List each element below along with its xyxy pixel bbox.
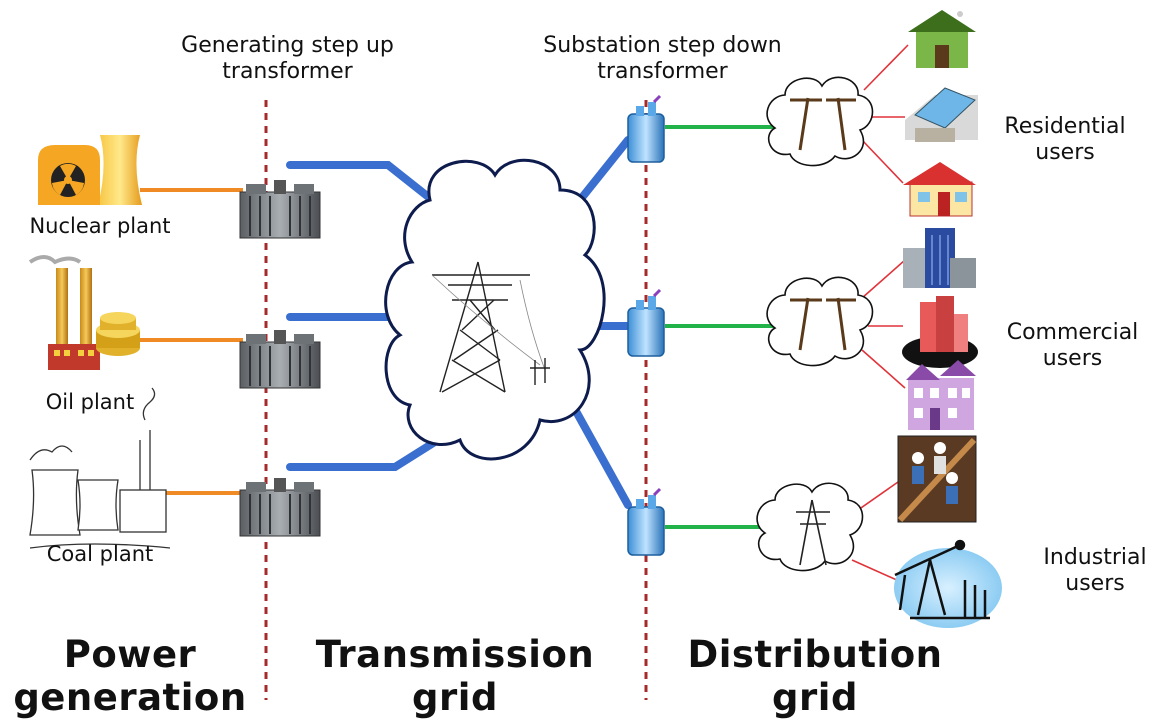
- distribution-grid-section-label: Distribution grid: [670, 633, 960, 719]
- power-generation-line2: generation: [13, 675, 247, 719]
- industrial-users-label: Industrial users: [1025, 545, 1165, 597]
- substation-transformer-label: Substation step down transformer: [500, 33, 825, 85]
- transmission-tower-icon: [431, 261, 550, 393]
- power-generation-line1: Power: [63, 633, 197, 676]
- generating-transformer-label-line2: transformer: [222, 58, 353, 84]
- commercial-users-label: Commercial users: [985, 320, 1160, 372]
- commercial-users-label-line2: users: [1042, 345, 1103, 371]
- generating-transformer-label: Generating step up transformer: [145, 33, 430, 85]
- substation-transformer-icon: [627, 487, 665, 556]
- distribution-grid-line2: grid: [772, 675, 858, 719]
- oil-plant-icon: [28, 255, 140, 370]
- substation-transformer-label-line1: Substation step down: [543, 33, 782, 58]
- power-generation-section-label: Power generation: [0, 633, 260, 719]
- workers-photo-icon: [897, 435, 977, 523]
- oil-pump-icon: [894, 539, 1002, 628]
- substation-transformer-icon: [627, 94, 665, 163]
- industrial-users-label-line2: users: [1065, 570, 1125, 596]
- industrial-users-label-line1: Industrial: [1043, 545, 1147, 570]
- solar-house-icon: [905, 87, 978, 142]
- substation-transformer-icon: [627, 288, 665, 357]
- nuclear-plant-icon: [38, 135, 142, 205]
- coal-plant-icon: [29, 387, 171, 549]
- generator-transformer-icon: [239, 478, 321, 537]
- generating-transformer-label-line1: Generating step up: [181, 33, 394, 58]
- home-icon: [903, 162, 976, 217]
- transmission-cloud: [384, 158, 606, 461]
- distribution-lines: [665, 125, 774, 529]
- coal-plant-label: Coal plant: [46, 542, 154, 566]
- residential-users-label: Residential users: [980, 114, 1150, 166]
- nuclear-plant-label: Nuclear plant: [29, 214, 171, 238]
- residential-users-label-line2: users: [1035, 139, 1095, 165]
- generator-transformer-icon: [239, 330, 321, 389]
- transmission-grid-section-label: Transmission grid: [300, 633, 610, 719]
- oil-plant-label: Oil plant: [45, 390, 135, 414]
- tower-building-icon: [902, 296, 978, 368]
- utility-pole-icon: [790, 97, 856, 151]
- generator-transformer-icon: [239, 180, 321, 239]
- apartment-building-icon: [906, 360, 976, 430]
- transmission-grid-line2: grid: [412, 675, 498, 719]
- office-building-icon: [903, 228, 976, 288]
- residential-distribution-cloud: [766, 76, 874, 167]
- distribution-grid-line1: Distribution: [687, 633, 943, 676]
- industrial-distribution-cloud: [756, 482, 864, 572]
- substation-transformer-label-line2: transformer: [597, 58, 728, 84]
- commercial-users-label-line1: Commercial: [1006, 320, 1139, 345]
- house-icon: [908, 10, 976, 68]
- small-tower-icon: [796, 499, 830, 566]
- utility-pole-icon: [790, 297, 856, 351]
- commercial-distribution-cloud: [766, 276, 874, 367]
- transmission-grid-line1: Transmission: [315, 633, 595, 676]
- residential-users-label-line1: Residential: [1004, 114, 1126, 139]
